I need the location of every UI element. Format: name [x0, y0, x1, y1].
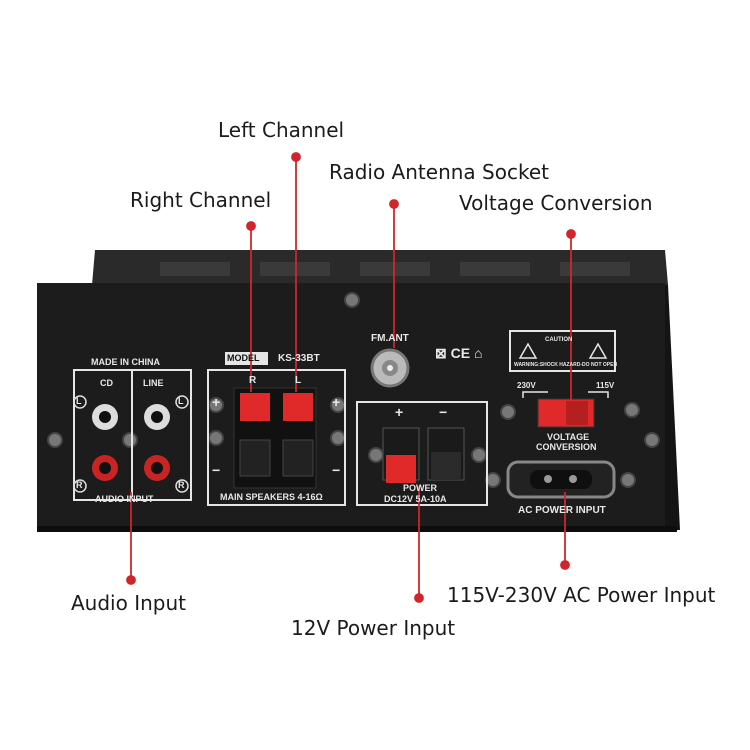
callout-left-channel: Left Channel [218, 118, 345, 142]
rca-red-jacks [92, 455, 170, 481]
main-speakers-label: MAIN SPEAKERS 4-16Ω [220, 492, 323, 502]
rca-white-jacks [92, 404, 170, 430]
voltage-conv-label-1: VOLTAGE [547, 432, 590, 442]
left-channel-red-terminal [283, 393, 313, 421]
caution-label [509, 330, 616, 372]
callout-ac-power-input: 115V-230V AC Power Input [447, 583, 716, 607]
power-panel-label: POWER [403, 483, 438, 493]
power-box [356, 401, 488, 506]
voltage-conv-label-2: CONVERSION [536, 442, 597, 452]
model-label: MODEL [227, 353, 260, 363]
speaker-plus-right: + [332, 394, 341, 410]
ch-l-top-right: L [178, 396, 184, 406]
caution-text: CAUTION [545, 337, 573, 343]
cd-label: CD [100, 378, 113, 388]
speaker-r-label: R [249, 375, 257, 386]
ac-power-panel-label: AC POWER INPUT [518, 505, 606, 516]
model-number: KS-33BT [278, 353, 320, 364]
power-minus: − [439, 404, 448, 420]
callout-audio-input: Audio Input [71, 591, 186, 615]
speaker-box [207, 369, 346, 506]
callout-lines [126, 152, 576, 603]
ch-r-bottom-left: R [76, 480, 83, 490]
speaker-plus-left: + [212, 394, 221, 410]
warning-text: WARNING:SHOCK HAZARD-DO NOT OPEN [514, 362, 618, 368]
speaker-l-label: L [295, 375, 302, 386]
made-in-china-label: MADE IN CHINA [91, 357, 160, 367]
v115-label: 115V [596, 381, 615, 390]
callout-12v-power-input: 12V Power Input [291, 616, 456, 640]
cert-marks: ⊠ CE ⌂ [435, 345, 483, 361]
speaker-minus-left: − [212, 462, 221, 478]
callout-radio-antenna: Radio Antenna Socket [329, 160, 549, 184]
line-label: LINE [143, 378, 164, 388]
callout-voltage-conversion: Voltage Conversion [459, 191, 653, 215]
speaker-minus-right: − [332, 462, 341, 478]
audio-input-panel-label: AUDIO INPUT [95, 494, 154, 504]
dc-spec-label: DC12V 5A-10A [384, 494, 447, 504]
callout-right-channel: Right Channel [130, 188, 272, 212]
ch-l-top-left: L [76, 396, 82, 406]
right-channel-red-terminal [240, 393, 270, 421]
power-plus: + [395, 404, 404, 420]
fm-ant-label: FM.ANT [371, 333, 409, 344]
ch-r-bottom-right: R [178, 480, 185, 490]
v230-label: 230V [517, 381, 536, 390]
